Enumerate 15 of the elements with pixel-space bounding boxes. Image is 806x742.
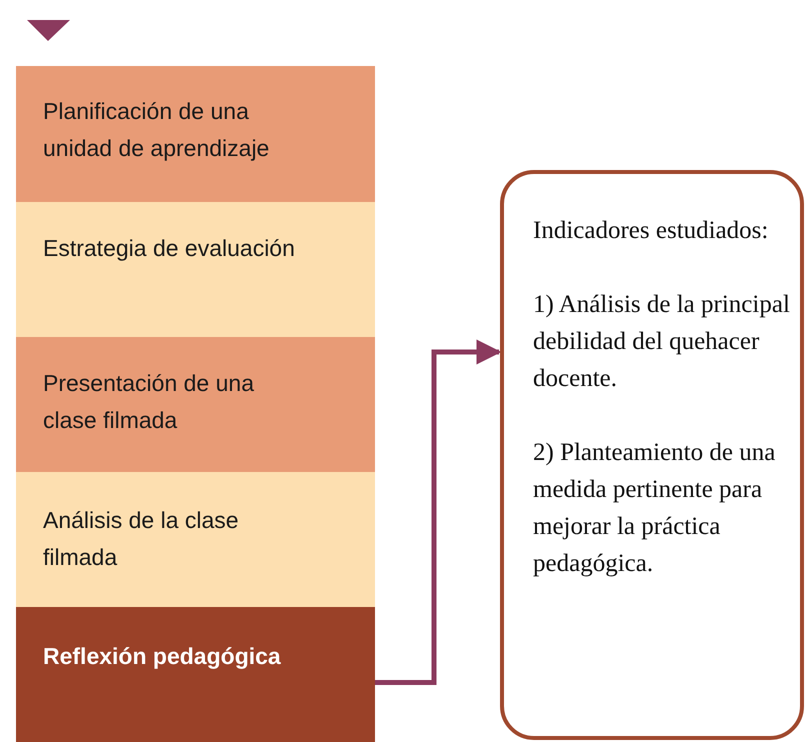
box-heading: Indicadores estudiados: [533,216,770,246]
process-band [16,337,375,472]
step-label: Presentación de una clase filmada [43,369,255,435]
step-label: Análisis de la clase filmada [43,506,240,572]
process-band [16,607,375,742]
step-label: Reflexión pedagógica [43,642,282,671]
indicator-text: 1) Análisis de la principal debilidad del quehacer docente. [533,290,791,394]
step-label: Planificación de una unidad de aprendizaje [43,97,270,163]
rounded-box [500,170,804,740]
step-label: Estrategia de evaluación [43,234,296,263]
process-band [16,202,375,337]
indicator-text: 2) Planteamiento de una medida pertinente para mejorar la práctica pedagógica. [533,438,776,579]
process-band [16,472,375,607]
connector-arrow [375,340,502,685]
process-band [16,66,375,202]
